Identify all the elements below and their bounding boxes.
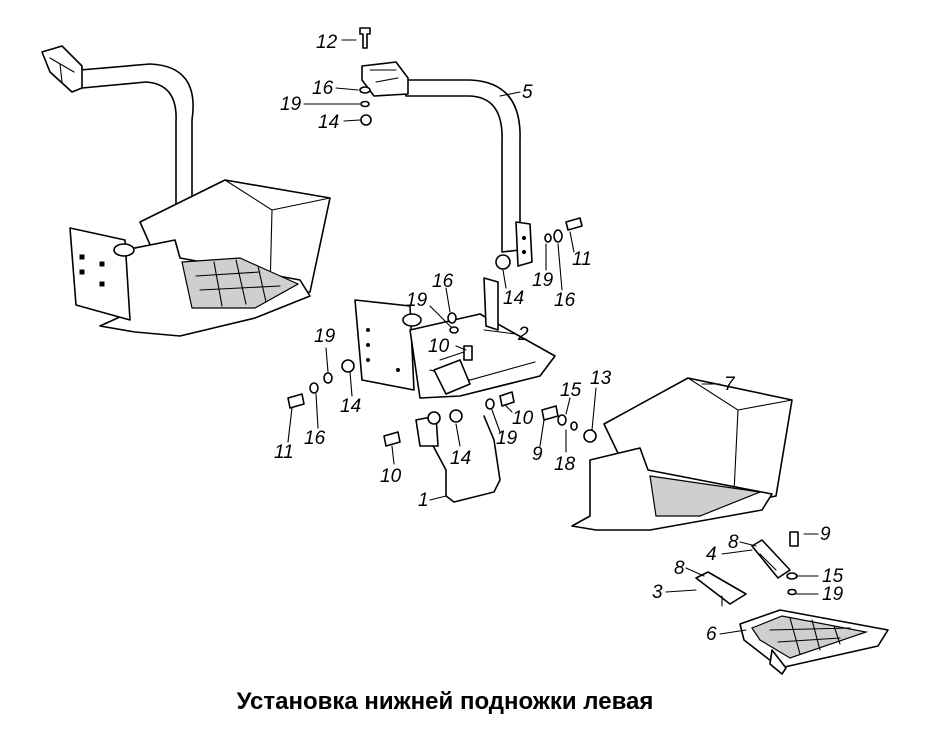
label-13: 13 xyxy=(590,368,612,389)
label-19: 19 xyxy=(280,94,302,115)
label-18: 18 xyxy=(554,454,576,475)
label-9: 9 xyxy=(532,444,543,465)
label-7: 7 xyxy=(724,374,736,395)
label-19: 19 xyxy=(532,270,554,291)
label-19: 19 xyxy=(314,326,336,347)
label-15: 15 xyxy=(560,380,582,401)
label-16: 16 xyxy=(554,290,576,311)
label-10: 10 xyxy=(380,466,402,487)
part-labels: 12 16 19 14 5 11 16 19 14 16 19 2 10 19 … xyxy=(274,32,844,645)
tread-part-6 xyxy=(739,609,889,675)
leader-lines xyxy=(287,39,819,635)
label-4: 4 xyxy=(706,544,717,565)
label-8: 8 xyxy=(728,532,739,553)
label-14: 14 xyxy=(318,112,339,133)
label-1: 1 xyxy=(418,490,429,511)
assembled-step-left xyxy=(41,45,331,337)
label-9: 9 xyxy=(820,524,831,545)
label-11: 11 xyxy=(572,249,592,270)
label-19: 19 xyxy=(496,428,518,449)
plates-parts-3-4 xyxy=(695,539,791,607)
diagram-caption: Установка нижней подножки левая xyxy=(236,688,654,715)
label-3: 3 xyxy=(652,582,663,603)
label-6: 6 xyxy=(706,624,717,645)
label-14: 14 xyxy=(340,396,361,417)
handrail-part-5 xyxy=(361,61,533,270)
label-15: 15 xyxy=(822,566,844,587)
label-5: 5 xyxy=(522,82,533,103)
label-10: 10 xyxy=(428,336,450,357)
label-14: 14 xyxy=(503,288,524,309)
label-10: 10 xyxy=(512,408,534,429)
label-19: 19 xyxy=(822,584,844,605)
label-19: 19 xyxy=(406,290,428,311)
label-8: 8 xyxy=(674,558,685,579)
label-11: 11 xyxy=(274,442,294,463)
step-box-part-7 xyxy=(571,377,793,531)
label-16: 16 xyxy=(432,271,454,292)
label-14: 14 xyxy=(450,448,471,469)
label-16: 16 xyxy=(312,78,334,99)
bracket-part-2 xyxy=(354,277,556,399)
label-12: 12 xyxy=(316,32,338,53)
label-2: 2 xyxy=(517,324,529,345)
label-16: 16 xyxy=(304,428,326,449)
